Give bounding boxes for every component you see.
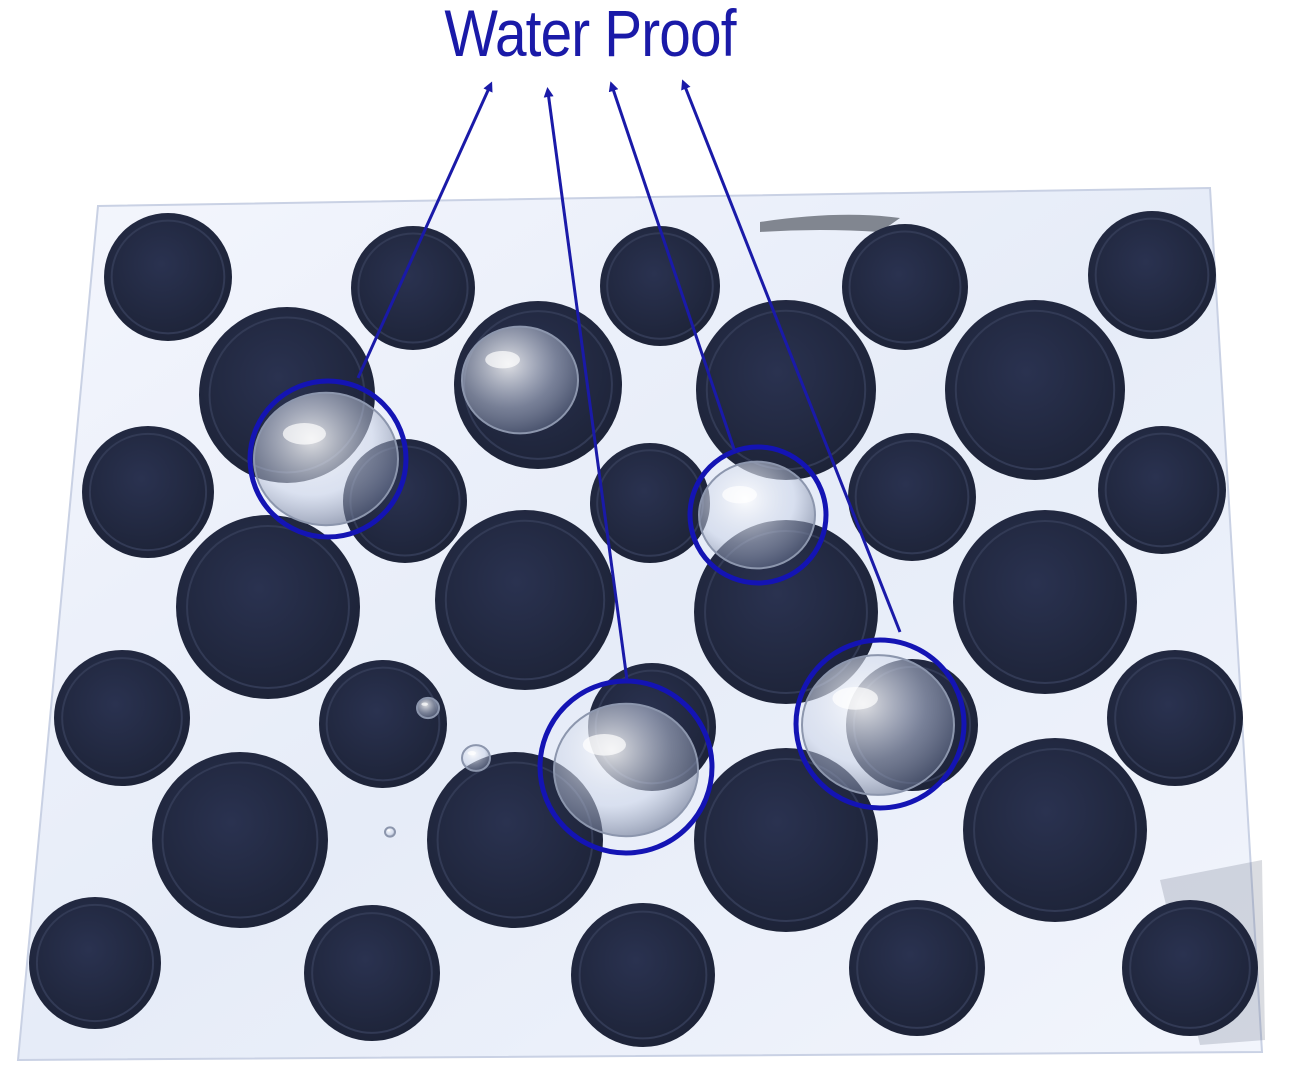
black-dot-sticker [842,224,968,350]
water-droplets [253,325,955,838]
black-dot-sticker [104,213,232,341]
water-droplet [461,325,579,435]
black-dot-sticker [945,300,1125,480]
pointer-arrow [608,81,737,453]
black-dot-sticker [54,650,190,786]
black-dot-sticker [304,905,440,1041]
black-dot-sticker [953,510,1137,694]
black-dot-sticker [435,510,615,690]
black-dot-sticker [82,426,214,558]
pointer-arrow [356,81,493,379]
highlight-rings [247,378,967,856]
water-droplet [801,654,955,796]
black-dot-sticker [849,900,985,1036]
black-dot-sticker [600,226,720,346]
black-dot-sticker [351,226,475,350]
black-dot-sticker [1107,650,1243,786]
water-proof-label: Water Proof [444,0,736,70]
black-dot-sticker [152,752,328,928]
black-dot-sticker [319,660,447,788]
black-dot-sticker [848,433,976,561]
highlight-ring [793,637,967,811]
water-droplet [461,744,491,772]
pointer-arrows [356,79,902,681]
water-droplet [253,391,399,527]
water-droplet [416,696,440,720]
water-droplet [698,460,816,570]
black-dot-sticker [1098,426,1226,554]
black-dot-sticker [1088,211,1216,339]
pointer-arrow [681,79,902,633]
pointer-arrow [543,87,629,681]
sheet-reflection [760,214,900,232]
black-dot-sticker [29,897,161,1029]
black-dot-sticker [963,738,1147,922]
highlight-ring [247,378,409,540]
highlight-ring [537,678,715,856]
dot-grid [29,211,1258,1047]
water-droplet [384,826,396,838]
black-dot-sticker [571,903,715,1047]
highlight-ring [687,444,829,586]
black-dot-sticker [1122,900,1258,1036]
black-dot-sticker [176,515,360,699]
water-droplet [553,702,699,838]
